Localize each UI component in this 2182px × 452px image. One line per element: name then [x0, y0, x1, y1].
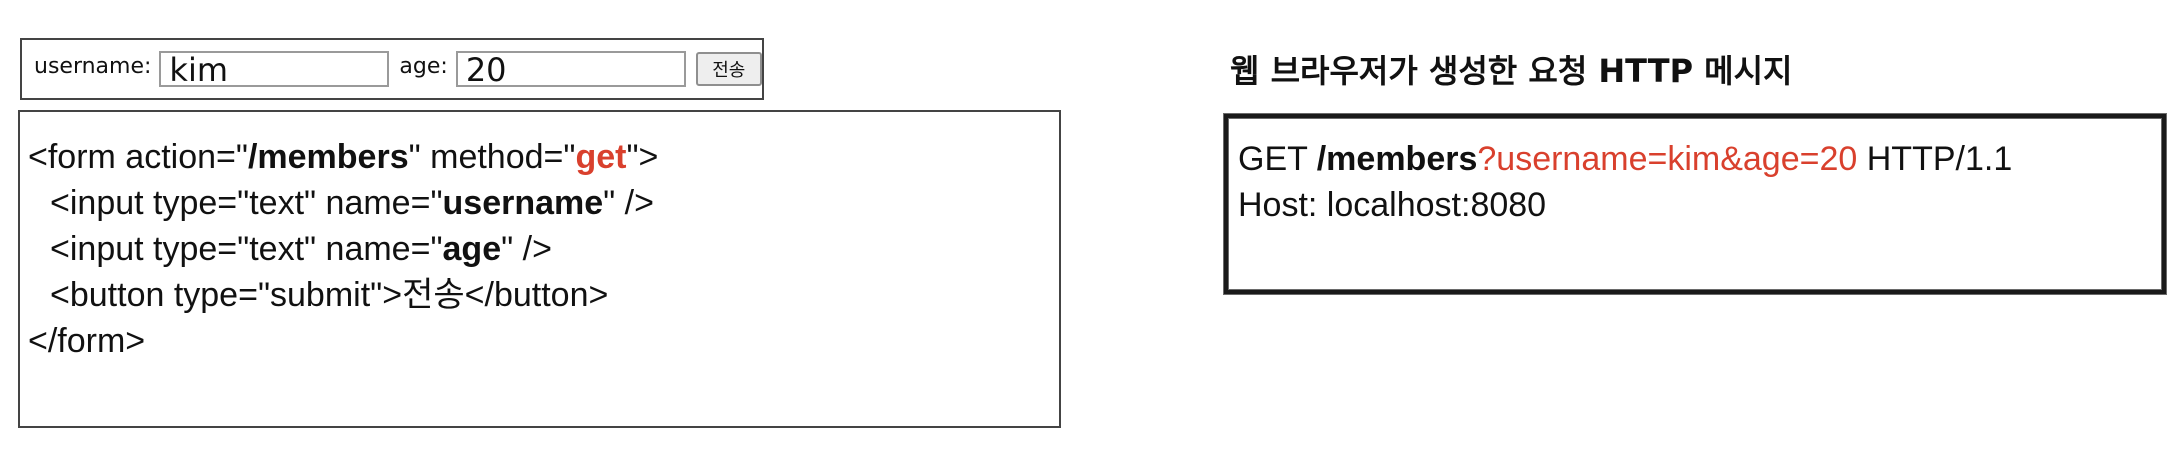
code-button-text: 전송 — [402, 276, 465, 314]
code-text: <input type="text" name=" — [50, 184, 443, 222]
http-host-header: Host: localhost:8080 — [1238, 186, 1547, 224]
code-text: <input type="text" name=" — [50, 230, 443, 268]
http-message-box: GET /members?username=kim&age=20 HTTP/1.… — [1224, 114, 2166, 294]
code-name-age: age — [442, 230, 502, 268]
code-name-username: username — [442, 184, 604, 222]
code-line-input-username: <input type="text" name="username" /> — [28, 180, 1059, 226]
code-text: <button type="submit"> — [50, 276, 403, 314]
code-line-form-close: </form> — [28, 322, 146, 360]
username-input[interactable]: kim — [159, 51, 390, 87]
form-preview: username: kim age: 20 전송 — [20, 38, 764, 100]
code-text: "> — [626, 138, 659, 176]
http-query-string: ?username=kim&age=20 — [1477, 140, 1858, 178]
code-line-button: <button type="submit">전송</button> — [28, 272, 1059, 318]
http-version: HTTP/1.1 — [1857, 140, 2013, 178]
code-line-input-age: <input type="text" name="age" /> — [28, 226, 1059, 272]
html-code-box: <form action="/members" method="get"> <i… — [18, 110, 1061, 428]
code-text: " method=" — [408, 138, 576, 176]
http-message-title: 웹 브라우저가 생성한 요청 HTTP 메시지 — [1230, 52, 1793, 90]
username-label: username: — [34, 53, 152, 79]
code-text: <form action=" — [28, 138, 248, 176]
age-label: age: — [399, 53, 448, 79]
http-method: GET — [1238, 140, 1317, 178]
submit-button[interactable]: 전송 — [695, 52, 762, 86]
age-input[interactable]: 20 — [455, 51, 686, 87]
code-method-value: get — [575, 138, 627, 176]
code-action-value: /members — [247, 138, 409, 176]
http-path: /members — [1316, 140, 1478, 178]
code-text: </button> — [464, 276, 609, 314]
http-request-line: GET /members?username=kim&age=20 HTTP/1.… — [1238, 136, 2162, 182]
code-text: " /> — [501, 230, 552, 268]
code-line-form-open: <form action="/members" method="get"> — [28, 134, 1059, 180]
code-text: " /> — [603, 184, 654, 222]
